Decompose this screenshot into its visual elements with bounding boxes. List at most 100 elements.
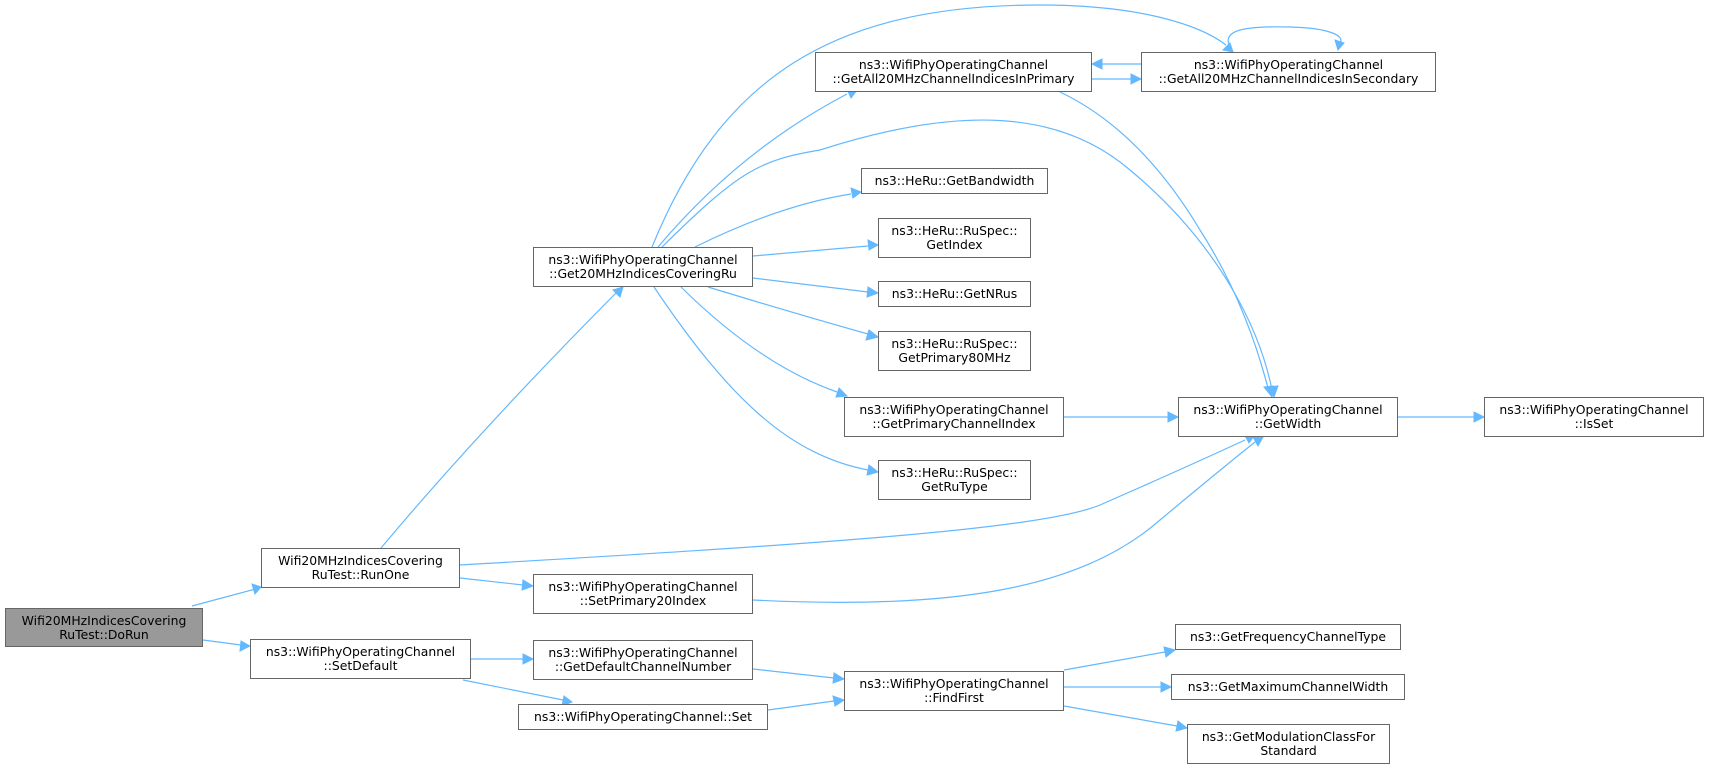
arrowhead-icon — [239, 640, 252, 652]
arrowhead-icon — [521, 579, 535, 591]
node-get-all-20mhz-primary[interactable]: ns3::WifiPhyOperatingChannel ::GetAll20M… — [815, 52, 1092, 92]
arrowhead-icon — [1221, 42, 1234, 53]
node-label-line: ::GetDefaultChannelNumber — [554, 659, 732, 674]
node-get-index[interactable]: ns3::HeRu::RuSpec:: GetIndex — [878, 218, 1031, 258]
node-get20mhz-indices-covering-ru[interactable]: ns3::WifiPhyOperatingChannel ::Get20MHzI… — [533, 247, 753, 287]
node-label-line: ::GetWidth — [1254, 416, 1322, 431]
arrowhead-icon — [866, 464, 880, 476]
node-get-frequency-channel-type[interactable]: ns3::GetFrequencyChannelType — [1175, 624, 1401, 650]
node-label-line: ::GetAll20MHzChannelIndicesInSecondary — [1158, 71, 1419, 86]
node-dorun: Wifi20MHzIndicesCovering RuTest::DoRun — [5, 608, 203, 647]
node-label-line: ::SetDefault — [323, 658, 398, 673]
node-label-line: Standard — [1260, 743, 1317, 758]
call-edge — [1063, 651, 1166, 671]
arrowhead-icon — [865, 329, 880, 341]
arrowhead-icon — [832, 672, 846, 684]
node-find-first[interactable]: ns3::WifiPhyOperatingChannel ::FindFirst — [844, 671, 1064, 711]
node-label-line: GetIndex — [926, 237, 983, 252]
arrowhead-icon — [1263, 385, 1274, 399]
node-label-line: ns3::HeRu::GetBandwidth — [874, 173, 1035, 188]
call-edge — [459, 439, 1246, 566]
call-edge — [1227, 26, 1342, 53]
arrowhead-icon — [1175, 720, 1189, 732]
node-get-width[interactable]: ns3::WifiPhyOperatingChannel ::GetWidth — [1178, 397, 1398, 437]
arrowhead-icon — [835, 387, 849, 398]
call-edge — [657, 93, 848, 248]
node-label-line: ns3::HeRu::RuSpec:: — [891, 336, 1018, 351]
node-label-line: ::FindFirst — [924, 690, 984, 705]
node-get-primary80mhz[interactable]: ns3::HeRu::RuSpec:: GetPrimary80MHz — [878, 331, 1031, 371]
node-label-line: ::GetAll20MHzChannelIndicesInPrimary — [832, 71, 1075, 86]
node-label-line: ::SetPrimary20Index — [579, 593, 707, 608]
node-label-line: ::IsSet — [1574, 416, 1614, 431]
node-label-line: ns3::WifiPhyOperatingChannel — [548, 579, 738, 594]
call-edge — [651, 4, 1227, 248]
call-edge — [707, 286, 869, 335]
node-runone[interactable]: Wifi20MHzIndicesCovering RuTest::RunOne — [261, 548, 460, 588]
node-label-line: Wifi20MHzIndicesCovering — [21, 612, 187, 628]
node-get-all-20mhz-secondary[interactable]: ns3::WifiPhyOperatingChannel ::GetAll20M… — [1141, 52, 1436, 92]
node-get-bandwidth[interactable]: ns3::HeRu::GetBandwidth — [861, 168, 1048, 194]
arrowhead-icon — [1160, 681, 1173, 693]
arrowhead-icon — [832, 695, 846, 707]
node-label-line: GetRuType — [921, 479, 988, 494]
call-edge — [680, 286, 838, 393]
call-edge — [202, 639, 242, 646]
node-label-line: ns3::WifiPhyOperatingChannel — [548, 252, 738, 267]
node-get-primary-channel-index[interactable]: ns3::WifiPhyOperatingChannel ::GetPrimar… — [844, 397, 1064, 437]
call-edge — [752, 668, 835, 679]
node-label-line: RuTest::DoRun — [59, 626, 149, 642]
arrowhead-icon — [1130, 73, 1143, 85]
arrowhead-icon — [1252, 436, 1264, 448]
node-get-rutype[interactable]: ns3::HeRu::RuSpec:: GetRuType — [878, 460, 1031, 500]
call-edge — [653, 286, 869, 471]
node-set[interactable]: ns3::WifiPhyOperatingChannel::Set — [518, 704, 768, 730]
arrowhead-icon — [1163, 646, 1177, 658]
call-edge — [752, 441, 1256, 603]
call-edge — [767, 700, 835, 711]
arrowhead-icon — [1167, 411, 1180, 423]
arrowhead-icon — [1473, 411, 1486, 423]
node-label-line: ns3::HeRu::RuSpec:: — [891, 223, 1018, 238]
node-setdefault[interactable]: ns3::WifiPhyOperatingChannel ::SetDefaul… — [250, 639, 471, 679]
node-label-line: ns3::WifiPhyOperatingChannel — [1193, 57, 1384, 72]
arrowhead-icon — [866, 286, 880, 298]
node-get-nrus[interactable]: ns3::HeRu::GetNRus — [878, 281, 1031, 307]
node-label-line: ns3::WifiPhyOperatingChannel — [548, 645, 738, 660]
node-label-line: ns3::WifiPhyOperatingChannel — [859, 402, 1049, 417]
call-edge — [191, 587, 260, 607]
node-label-line: ns3::HeRu::GetNRus — [891, 286, 1018, 301]
node-is-set[interactable]: ns3::WifiPhyOperatingChannel ::IsSet — [1484, 397, 1704, 437]
call-edge — [752, 245, 869, 257]
arrowhead-icon — [867, 239, 880, 251]
node-get-modulation-class-for-standard[interactable]: ns3::GetModulationClassFor Standard — [1187, 724, 1390, 764]
arrowhead-icon — [612, 286, 624, 298]
arrowhead-icon — [1334, 39, 1345, 52]
node-get-maximum-channel-width[interactable]: ns3::GetMaximumChannelWidth — [1171, 674, 1405, 700]
node-label-line: ns3::GetMaximumChannelWidth — [1187, 679, 1389, 694]
node-label-line: ::GetPrimaryChannelIndex — [872, 416, 1036, 431]
node-label-line: RuTest::RunOne — [311, 567, 410, 582]
node-label-line: ns3::WifiPhyOperatingChannel — [265, 644, 456, 659]
arrowhead-icon — [850, 187, 863, 199]
node-label-line: ns3::GetFrequencyChannelType — [1190, 629, 1386, 644]
arrowhead-icon — [522, 653, 535, 665]
call-edge — [694, 193, 852, 248]
arrowhead-icon — [251, 583, 262, 596]
call-edge — [1059, 91, 1269, 389]
node-label-line: ns3::HeRu::RuSpec:: — [891, 465, 1018, 480]
node-label-line: ns3::WifiPhyOperatingChannel — [1499, 402, 1689, 417]
node-label-line: GetPrimary80MHz — [898, 350, 1011, 365]
arrowhead-icon — [1090, 58, 1103, 70]
call-edge — [459, 577, 524, 586]
call-edge — [380, 292, 617, 549]
node-label-line: ns3::WifiPhyOperatingChannel — [1193, 402, 1383, 417]
node-label-line: ::Get20MHzIndicesCoveringRu — [549, 266, 737, 281]
node-set-primary20-index[interactable]: ns3::WifiPhyOperatingChannel ::SetPrimar… — [533, 574, 753, 614]
node-label-line: Wifi20MHzIndicesCovering — [278, 553, 443, 568]
call-edge — [462, 679, 564, 701]
node-label-line: ns3::WifiPhyOperatingChannel::Set — [534, 709, 752, 724]
node-label-line: ns3::WifiPhyOperatingChannel — [858, 57, 1049, 72]
call-edge — [752, 277, 869, 293]
node-get-default-channel-number[interactable]: ns3::WifiPhyOperatingChannel ::GetDefaul… — [533, 640, 753, 680]
